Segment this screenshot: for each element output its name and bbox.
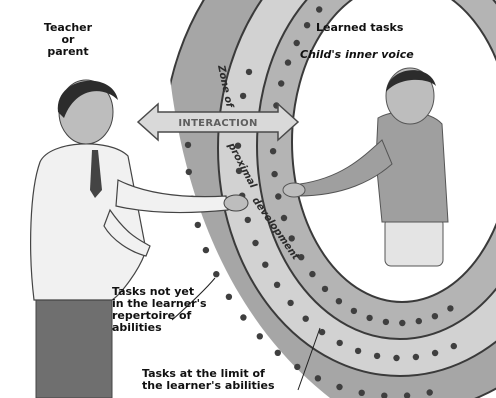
ring-dot [447,305,453,311]
limit-label: Tasks at the limit of the learner's abil… [142,368,275,392]
teacher-hand [224,195,248,211]
ring-dot [322,286,328,292]
ring-dot [336,298,342,304]
ring-dot [275,350,281,356]
ring-dot [287,300,293,306]
teacher-jacket [31,144,146,300]
ring-dot [294,364,300,370]
ring-dot [185,142,191,148]
teacher-label: Teacher or parent [36,22,100,58]
ring-dot [359,390,365,396]
limit-label-line2: the learner's abilities [142,380,275,392]
ring-dot [257,333,263,339]
ring-dot [383,319,389,325]
ring-dot [432,313,438,319]
ring-dot [275,193,281,199]
ring-dot [393,355,399,361]
ring-dot [246,69,252,75]
ring-dot [226,294,232,300]
not-yet-label-line4: abilities [112,322,207,334]
ring-dot [451,343,457,349]
not-yet-label: Tasks not yet in the learner's repertoir… [112,286,207,334]
ring-dot [270,148,276,154]
ring-dot [336,384,342,390]
interaction-label: INTERACTION [178,118,257,129]
ring-dot [309,271,315,277]
ring-dot [294,40,300,46]
ring-dot [240,93,246,99]
ring-dot [366,315,372,321]
ring-dot [304,22,310,28]
ring-dot [351,308,357,314]
ring-dot [281,215,287,221]
learned-tasks-label: Learned tasks [316,22,403,34]
ring-dot [278,80,284,86]
inner-voice-label: Child's inner voice [300,49,414,61]
teacher-trousers [36,290,112,398]
child-trousers [385,218,443,266]
ring-dot [271,171,277,177]
ring-dot [315,375,321,381]
ring-dot [413,354,419,360]
ring-dot [416,318,422,324]
ring-dot [399,320,405,326]
ring-dot [203,247,209,253]
ring-dot [240,314,246,320]
ring-dot [186,169,192,175]
child-hand [283,183,305,197]
ring-dot [374,353,380,359]
teacher-label-line3: parent [36,46,100,58]
ring-dot [285,59,291,65]
ring-dot [245,217,251,223]
ring-dot [303,316,309,322]
ring-dot [355,348,361,354]
ring-dot [213,271,219,277]
ring-dot [262,262,268,268]
ring-dot [195,222,201,228]
ring-dot [316,6,322,12]
ring-dot [427,389,433,395]
ring-dot [274,282,280,288]
ring-dot [337,340,343,346]
ring-dot [252,240,258,246]
ring-dot [432,350,438,356]
